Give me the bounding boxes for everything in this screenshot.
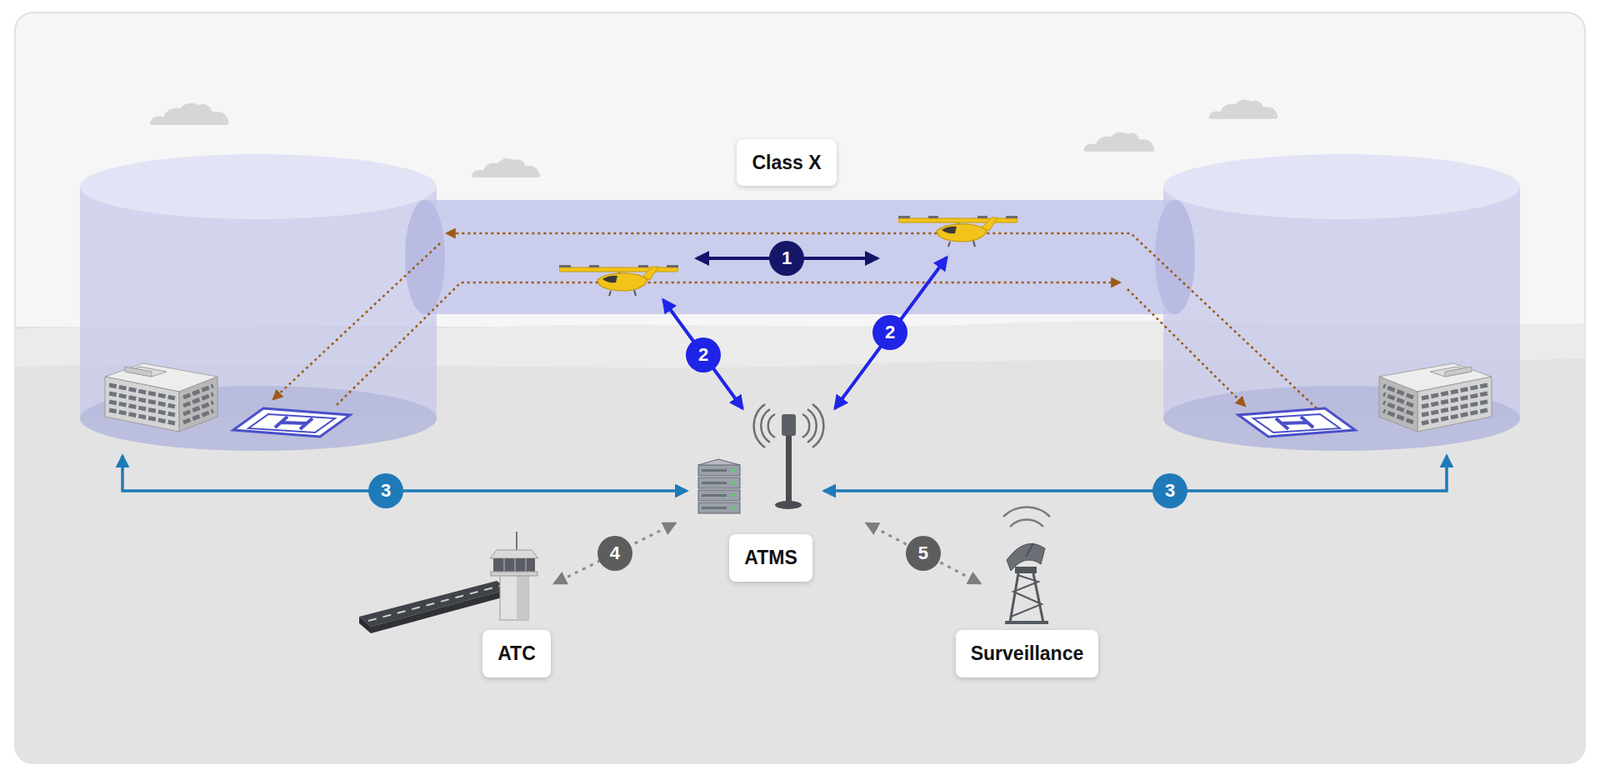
flight-path [273, 233, 1317, 409]
callout-number: 2 [872, 315, 908, 350]
radar-icon [1003, 507, 1050, 625]
callout-number: 3 [368, 473, 404, 509]
server-icon [698, 459, 740, 514]
building-icon [1379, 363, 1492, 432]
vertiport-cylinder [80, 154, 437, 451]
helipad-icon [233, 408, 350, 437]
system-node: ATC [462, 583, 571, 680]
dashed-connector [555, 523, 676, 584]
card [15, 12, 1585, 764]
callout-number: 5 [905, 535, 941, 571]
aircraft-icon [559, 265, 679, 296]
system-node: ATMS [675, 400, 867, 584]
airspace-class-box: Class X [736, 139, 836, 187]
building-icon [105, 363, 218, 432]
vertiport-cylinder [1163, 154, 1520, 451]
label-box: ATC [482, 630, 551, 678]
aircraft-icon [898, 215, 1018, 247]
callout-number: 2 [685, 337, 721, 373]
label-box: ATMS [729, 534, 812, 582]
dashed-connector [866, 523, 980, 584]
control-tower-icon [359, 531, 539, 634]
label-box: Surveillance [955, 630, 1100, 678]
callout-number: 1 [769, 240, 805, 276]
callout-number: 3 [1152, 473, 1188, 509]
air-corridor [405, 200, 1195, 315]
label-box: Class X [736, 139, 836, 187]
system-node: Surveillance [945, 583, 1109, 680]
ground [15, 321, 1585, 764]
antenna-icon [754, 404, 825, 510]
ground-link-arrow [663, 257, 947, 409]
helipad-icon [1238, 408, 1355, 437]
vertiport-link-arrow [122, 455, 1447, 491]
callout-number: 4 [597, 535, 633, 571]
